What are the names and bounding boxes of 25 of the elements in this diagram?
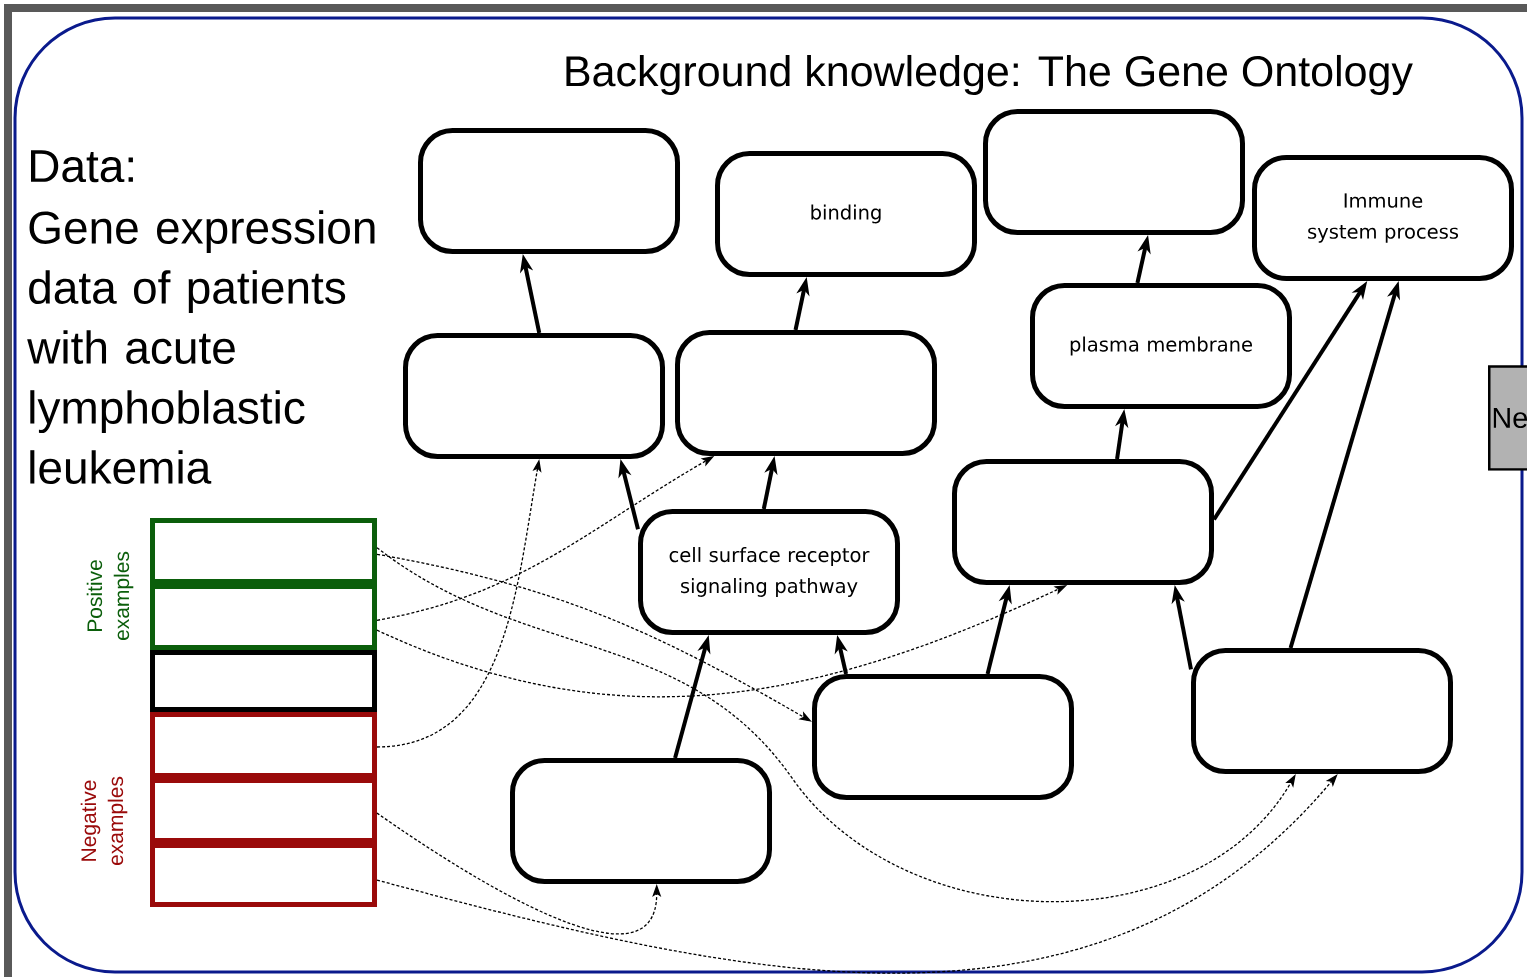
dashed-arrow: [376, 547, 1296, 903]
group-label: Negative examples: [80, 776, 128, 866]
term-box: [1191, 648, 1453, 774]
group-label: Positive examples: [86, 551, 134, 641]
example-row: [150, 712, 377, 778]
description-text: Gene expression data of patients with acute lymphoblastic leukemia: [27, 210, 375, 484]
term-box: [952, 459, 1214, 585]
term-box: plasma membrane: [1030, 283, 1292, 409]
heading-text: Data:: [31, 150, 133, 183]
example-row: [150, 584, 377, 650]
dashed-arrow: [376, 774, 1338, 974]
term-box: [403, 333, 665, 459]
example-row: [150, 778, 377, 843]
example-row: [150, 843, 377, 907]
term-box: [983, 109, 1245, 235]
example-row: [150, 518, 377, 584]
term-box: [418, 128, 680, 254]
term-box: [510, 758, 772, 884]
term-box: cell surface receptor signaling pathway: [638, 509, 900, 635]
term-box: Immune system process: [1252, 155, 1514, 281]
tab-box: Ne: [1488, 365, 1527, 471]
term-box: [675, 330, 937, 456]
term-box: [812, 674, 1074, 800]
example-row: [150, 650, 377, 712]
term-box: binding: [715, 151, 977, 277]
